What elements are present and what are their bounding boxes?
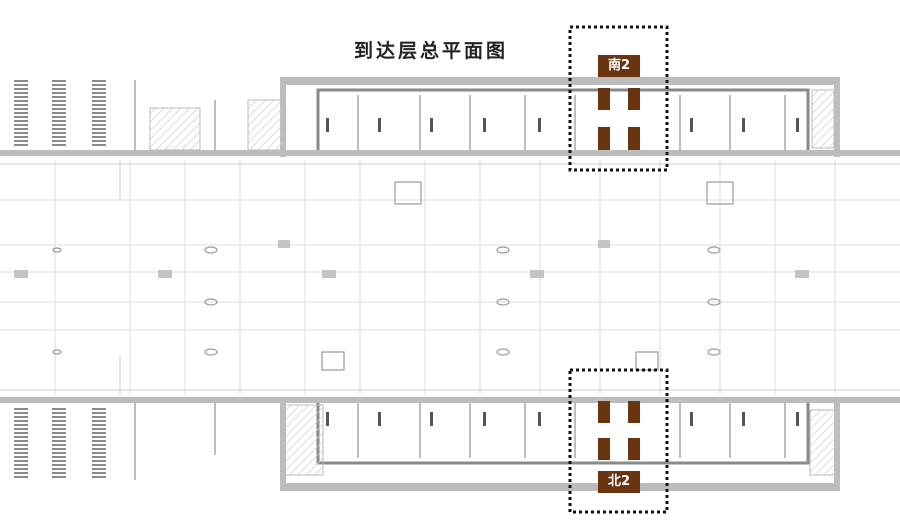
hall-blocks (14, 240, 809, 278)
ramps (149, 89, 837, 476)
zone-marks-north (598, 401, 640, 460)
highlight-box-north (568, 368, 669, 514)
zone-marks-south (598, 88, 640, 150)
plan-title: 到达层总平面图 (354, 40, 509, 62)
column-grid (0, 160, 900, 395)
highlight-box-south (568, 25, 669, 172)
wall-details (0, 160, 900, 395)
zone-label-south-2: 南2 (598, 55, 640, 77)
parking-blocks (14, 78, 106, 478)
room-partitions-lower (134, 403, 786, 480)
door-marks (326, 118, 799, 426)
hall-fixtures (52, 181, 734, 371)
room-partitions-upper (134, 80, 786, 150)
zone-label-north-2: 北2 (598, 471, 640, 493)
inner-walls (316, 88, 810, 465)
